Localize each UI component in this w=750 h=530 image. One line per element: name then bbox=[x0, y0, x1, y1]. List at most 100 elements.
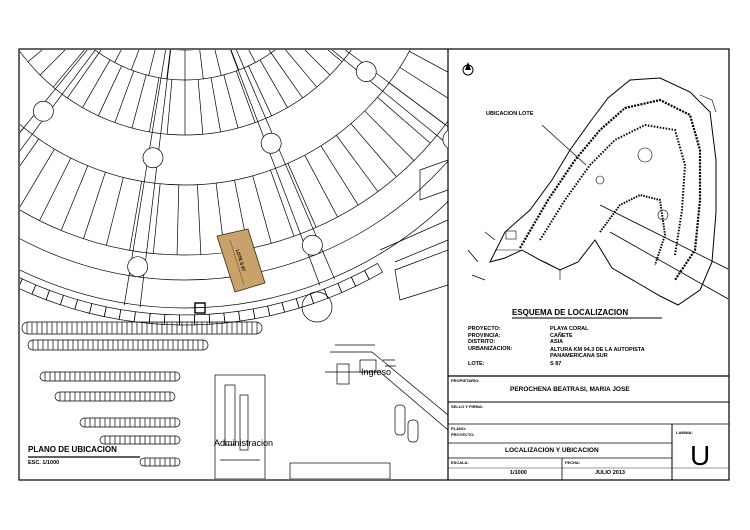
lot-divider bbox=[114, 70, 135, 123]
perimeter-lot bbox=[223, 310, 241, 324]
lot-divider bbox=[114, 50, 122, 63]
lot-divider bbox=[210, 77, 221, 132]
lot-divider bbox=[61, 0, 86, 14]
field-row: DISTRITO: ASIA bbox=[468, 340, 718, 347]
perimeter-lot bbox=[20, 277, 23, 285]
perimeter-lot bbox=[350, 270, 370, 287]
perimeter-lot bbox=[89, 303, 107, 318]
ubicacion-lote-label: UBICACION LOTE bbox=[486, 111, 534, 117]
perimeter-lots bbox=[20, 262, 383, 326]
street-node bbox=[33, 100, 54, 122]
lot-divider bbox=[276, 9, 299, 29]
lot-divider bbox=[425, 17, 491, 41]
admin-label: Administracion bbox=[214, 438, 274, 448]
lot-divider bbox=[27, 50, 43, 63]
field-key: URBANIZACION: bbox=[468, 345, 513, 352]
scale-value: 1/1000 bbox=[510, 470, 527, 476]
locator-fields: PROYECTO: PLAYA CORAL PROVINCIA: CAÑETE … bbox=[468, 326, 718, 368]
lot-divider bbox=[52, 50, 85, 88]
lot-divider bbox=[199, 50, 204, 79]
lot-divider bbox=[259, 59, 288, 108]
perimeter-lot bbox=[252, 305, 271, 320]
perimeter-lot bbox=[281, 298, 300, 313]
lot-divider bbox=[252, 175, 272, 244]
lot-divider bbox=[235, 70, 256, 123]
lot-divider bbox=[197, 79, 204, 135]
lot-divider bbox=[320, 145, 359, 206]
lot-divider bbox=[176, 184, 180, 255]
lot-divider bbox=[285, 50, 318, 88]
lot-divider bbox=[60, 165, 89, 231]
right-blocks bbox=[379, 159, 448, 301]
field-row: PROYECTO: PLAYA CORAL bbox=[468, 326, 718, 334]
lot-divider bbox=[287, 163, 317, 228]
perimeter-lot bbox=[20, 278, 37, 295]
owner-name: PEROCHENA BEATRASI, MARIA JOSE bbox=[510, 386, 630, 393]
lot-divider bbox=[197, 184, 202, 255]
street-node bbox=[302, 234, 323, 256]
street-node bbox=[442, 130, 448, 149]
lot-divider bbox=[304, 50, 331, 76]
title-block bbox=[448, 375, 729, 480]
lot-divider bbox=[39, 157, 72, 221]
lot-divider bbox=[377, 97, 431, 144]
lot-divider bbox=[364, 110, 415, 161]
scale-label: ESCALA: bbox=[451, 460, 469, 465]
lot-divider bbox=[304, 154, 338, 218]
street-line bbox=[344, 50, 448, 128]
lot-divider bbox=[350, 123, 397, 177]
locator-title: ESQUEMA DE LOCALIZACION bbox=[512, 308, 629, 317]
lot-divider bbox=[98, 65, 122, 116]
lot-divider bbox=[214, 50, 222, 76]
highlighted-lot: LOTE S 87 bbox=[216, 228, 266, 293]
owner-label: PROPIETARIO: bbox=[451, 378, 480, 383]
lot-divider bbox=[148, 50, 156, 76]
lot-divider bbox=[265, 19, 285, 41]
lot-divider bbox=[20, 127, 25, 133]
street-line bbox=[20, 50, 88, 133]
lot-divider bbox=[152, 183, 161, 254]
lot-divider bbox=[308, 16, 353, 48]
lot-divider bbox=[248, 65, 272, 116]
lot-divider bbox=[85, 19, 105, 41]
lot-divider bbox=[20, 148, 55, 208]
field-value: S 87 bbox=[550, 360, 562, 367]
field-key: PROYECTO: bbox=[468, 326, 501, 332]
lot-divider bbox=[230, 50, 240, 71]
outer-lot-rows bbox=[0, 0, 491, 255]
lot-divider bbox=[248, 50, 256, 63]
locator-map bbox=[467, 77, 728, 306]
street-node bbox=[260, 132, 282, 154]
lot-divider bbox=[223, 74, 239, 129]
street-line bbox=[0, 0, 75, 80]
lot-divider bbox=[82, 59, 111, 108]
lot-divider bbox=[388, 82, 446, 125]
plan-label-2: PROYECTO: bbox=[451, 432, 475, 437]
ring-line bbox=[20, 50, 352, 136]
plan-name: LOCALIZACION Y UBICACION bbox=[505, 447, 599, 454]
date-label: FECHA: bbox=[565, 460, 581, 465]
perimeter-lot bbox=[267, 302, 285, 317]
ring-line bbox=[20, 160, 448, 281]
plan-title: PLANO DE UBICACION bbox=[28, 445, 117, 454]
lot-divider bbox=[149, 77, 160, 132]
signature-label: SELLO Y FIRMA: bbox=[451, 404, 484, 409]
street-node bbox=[127, 256, 149, 278]
lot-divider bbox=[67, 52, 100, 99]
plan-scale: ESC. 1/1000 bbox=[28, 460, 60, 466]
street-line bbox=[0, 0, 73, 65]
lot-divider bbox=[130, 50, 140, 71]
lot-divider bbox=[7, 5, 55, 33]
date-value: JULIO 2013 bbox=[595, 470, 625, 476]
lot-divider bbox=[0, 0, 49, 17]
lot-divider bbox=[336, 135, 379, 192]
lot-divider bbox=[166, 79, 173, 135]
lot-divider bbox=[20, 138, 40, 167]
lot-marker bbox=[194, 302, 206, 314]
lot-divider bbox=[17, 16, 62, 48]
lot-divider bbox=[72, 9, 95, 29]
field-row: URBANIZACION: ALTURA KM 94.3 DE LA AUTOP… bbox=[468, 345, 718, 360]
lot-divider bbox=[131, 74, 147, 129]
sheet-label: LAMINA: bbox=[676, 430, 693, 435]
